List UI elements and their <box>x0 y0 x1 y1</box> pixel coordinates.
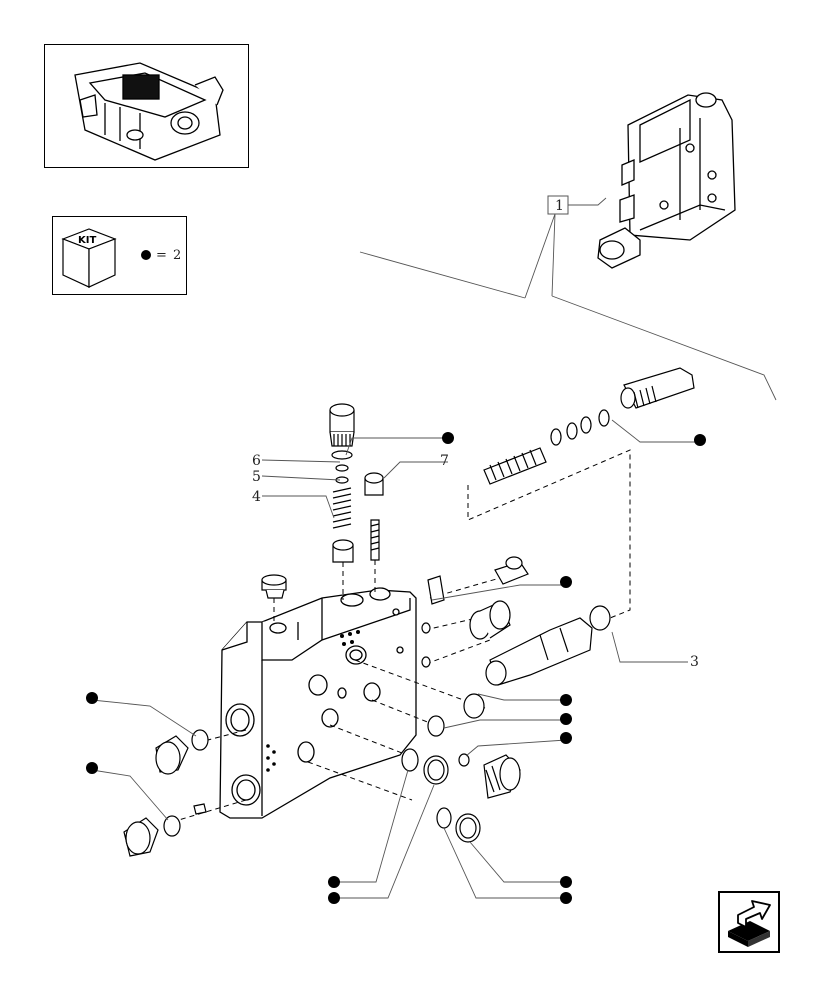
kit-marker <box>442 432 454 444</box>
kit-equals: = <box>156 248 167 263</box>
next-page-button[interactable] <box>718 891 780 953</box>
kit-label: KIT <box>78 235 96 246</box>
kit-marker <box>560 713 572 725</box>
kit-marker <box>560 732 572 744</box>
kit-count: 2 <box>173 248 181 263</box>
kit-dot-icon <box>141 250 151 260</box>
valve-assembly-thumbnail-icon <box>74 62 224 161</box>
kit-marker <box>86 692 98 704</box>
seals-and-plugs <box>123 693 521 857</box>
assembly-thumbnail-frame <box>44 44 249 168</box>
callout-1: 1 <box>555 198 564 214</box>
callout-3: 3 <box>690 654 699 670</box>
kit-marker <box>560 876 572 888</box>
relief-valve-stack <box>261 403 384 599</box>
callout-5: 5 <box>252 469 261 485</box>
kit-box-icon: KIT <box>61 228 117 288</box>
next-page-arrow-icon <box>728 900 771 947</box>
kit-markers <box>86 432 706 904</box>
kit-legend-frame: KIT = 2 <box>52 216 187 295</box>
callout-7: 7 <box>440 453 449 469</box>
callout-4: 4 <box>252 489 261 505</box>
kit-marker <box>560 892 572 904</box>
kit-marker <box>694 434 706 446</box>
ref-box-1 <box>547 195 569 215</box>
kit-marker <box>560 694 572 706</box>
valve-section-detail-icon <box>597 92 736 269</box>
kit-marker <box>328 892 340 904</box>
kit-marker <box>328 876 340 888</box>
kit-marker <box>560 576 572 588</box>
spool-assembly <box>421 367 695 686</box>
callout-6: 6 <box>252 453 261 469</box>
valve-body <box>219 587 417 819</box>
kit-marker <box>86 762 98 774</box>
